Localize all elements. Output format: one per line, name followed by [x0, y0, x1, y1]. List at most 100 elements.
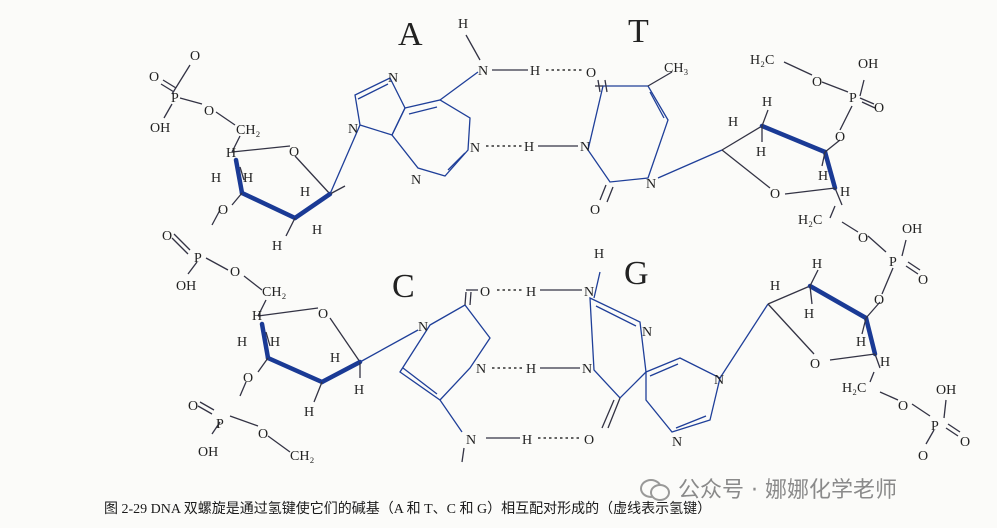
atom-o: O [188, 399, 198, 414]
atom-n: N [478, 64, 488, 79]
atom-n: N [646, 177, 656, 192]
watermark: 公众号 · 娜娜化学老师 [640, 470, 897, 506]
atom-h: H [270, 335, 280, 350]
atom-n: N [580, 140, 590, 155]
atom-p: P [889, 255, 897, 270]
atom-h: H [226, 146, 236, 161]
atom-h: H [522, 433, 532, 448]
atom-h: H [856, 335, 866, 350]
atom-p: P [849, 91, 857, 106]
atom-oh: OH [902, 222, 922, 237]
atom-o: O [149, 70, 159, 85]
atom-o: O [918, 273, 928, 288]
atom-oh: OH [858, 57, 878, 72]
figure-number: 图 2-29 [104, 502, 148, 517]
atom-n: N [584, 285, 594, 300]
base-label-a: A [398, 16, 423, 53]
atom-n: N [582, 362, 592, 377]
wechat-icon [640, 475, 670, 501]
atom-o: O [858, 231, 868, 246]
atom-p: P [216, 417, 224, 432]
atom-h: H [804, 307, 814, 322]
atom-h: H [304, 405, 314, 420]
dna-base-pairing-diagram: O P O OH O CH₂ H O H H H H H O A N N N N… [149, 13, 970, 464]
atom-o: O [204, 104, 214, 119]
atom-n: N [411, 173, 421, 188]
phosphate-bottom-left [197, 381, 291, 453]
atom-p: P [931, 419, 939, 434]
atom-oh: OH [936, 383, 956, 398]
phosphate-top-right [783, 61, 876, 131]
atom-h: H [880, 355, 890, 370]
phosphate-right-mid [867, 235, 921, 295]
base-label-t: T [628, 13, 649, 50]
atom-h2c: H₂C [798, 213, 822, 228]
atom-o: O [590, 203, 600, 218]
atom-o: O [258, 427, 268, 442]
guanine-ring [589, 271, 769, 433]
atom-h: H [526, 362, 536, 377]
atom-oh: OH [198, 445, 218, 460]
atom-h: H [756, 145, 766, 160]
atom-o: O [190, 49, 200, 64]
atom-n: N [714, 373, 724, 388]
atom-o: O [586, 66, 596, 81]
phosphate-top-left [160, 64, 236, 126]
sugar-top-right [721, 109, 859, 233]
atom-o: O [584, 433, 594, 448]
atom-h: H [330, 351, 340, 366]
atom-o: O [874, 293, 884, 308]
atom-o: O [218, 203, 228, 218]
atom-h: H [243, 171, 253, 186]
atom-ch2: CH₂ [236, 123, 260, 138]
atom-h: H [312, 223, 322, 238]
atom-n: N [470, 141, 480, 156]
sugar-bottom-right [767, 269, 899, 401]
atom-h2c: H₂C [750, 53, 774, 68]
atom-o: O [162, 229, 172, 244]
atom-o: O [898, 399, 908, 414]
thymine-ring [587, 71, 723, 203]
atom-h2c: H₂C [842, 381, 866, 396]
adenine-ring [354, 71, 479, 177]
atom-o: O [230, 265, 240, 280]
atom-o: O [243, 371, 253, 386]
atom-o: O [770, 187, 780, 202]
sugar-top-left [231, 124, 361, 237]
atom-o: O [918, 449, 928, 464]
atom-o: O [874, 101, 884, 116]
atom-n: N [642, 325, 652, 340]
atom-o: O [318, 307, 328, 322]
atom-oh: OH [176, 279, 196, 294]
atom-p: P [171, 91, 179, 106]
caption-text: DNA 双螺旋是通过氢键使它们的碱基（A 和 T、C 和 G）相互配对形成的（虚… [150, 502, 712, 517]
atom-h: H [524, 140, 534, 155]
cytosine-ring [399, 289, 491, 463]
atom-ch2: CH₂ [290, 449, 314, 464]
atom-ch3: CH₃ [664, 61, 688, 76]
atom-h: H [237, 335, 247, 350]
atom-n: N [418, 320, 428, 335]
atom-n: N [466, 433, 476, 448]
watermark-text: 公众号 · 娜娜化学老师 [678, 478, 897, 503]
atom-h: H [728, 115, 738, 130]
sugar-mid-left [257, 299, 419, 403]
figure-caption: 图 2-29 DNA 双螺旋是通过氢键使它们的碱基（A 和 T、C 和 G）相互… [104, 498, 711, 518]
atom-h: H [840, 185, 850, 200]
atom-o: O [810, 357, 820, 372]
atom-h: H [594, 247, 604, 262]
atom-n: N [388, 71, 398, 86]
atom-h: H [252, 309, 262, 324]
atom-h: H [530, 64, 540, 79]
hydrogen-bonds [486, 69, 583, 439]
atom-o: O [960, 435, 970, 450]
atom-h: H [770, 279, 780, 294]
atom-o: O [289, 145, 299, 160]
atom-h: H [812, 257, 822, 272]
atom-n: N [476, 362, 486, 377]
atom-h: H [211, 171, 221, 186]
atom-o: O [835, 130, 845, 145]
atom-h: H [762, 95, 772, 110]
atom-h: H [526, 285, 536, 300]
